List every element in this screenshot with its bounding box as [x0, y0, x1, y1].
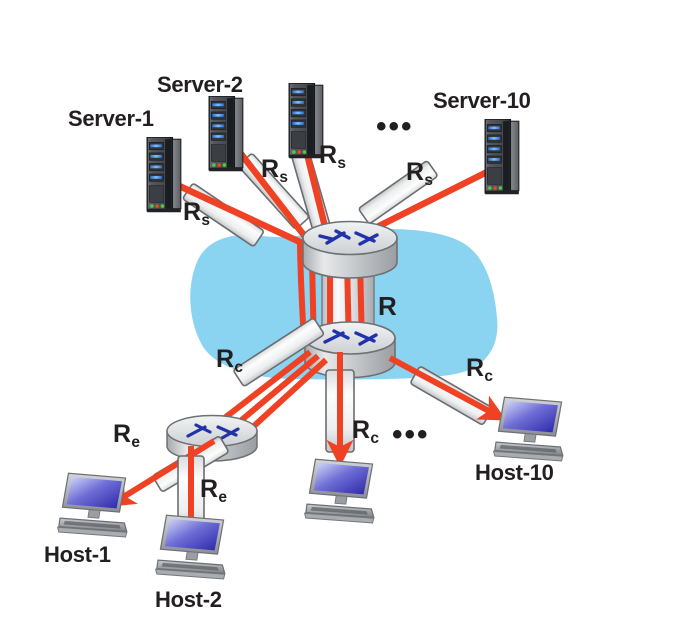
host-ellipsis: •••	[392, 418, 430, 451]
edge-router	[166, 414, 258, 462]
host-2-label: Host-2	[155, 587, 222, 612]
rate-symbol: R	[466, 354, 485, 382]
rate-symbol: R	[183, 198, 202, 226]
rate-symbol: R	[113, 420, 132, 448]
rate-symbol: R	[216, 345, 235, 373]
host-icon-2	[154, 514, 226, 580]
server-icon-2	[208, 96, 244, 172]
host-icon-10	[492, 396, 564, 462]
rate-symbol: R	[200, 475, 219, 503]
server-10-label: Server-10	[433, 88, 531, 113]
link-core-to-edge-router	[220, 318, 329, 439]
core-link-label-R: R	[378, 291, 397, 321]
rate-symbol: R	[319, 141, 338, 169]
host-icon-1	[56, 472, 128, 538]
core-router-upper	[302, 220, 398, 279]
rate-label-rs-server-10: Rs	[406, 158, 433, 188]
host-1-label: Host-1	[44, 542, 111, 567]
rate-subscript: s	[424, 171, 433, 189]
core-router-lower	[304, 321, 396, 379]
rate-subscript: e	[218, 488, 227, 506]
rate-label-rs-server-3: Rs	[319, 141, 346, 171]
rate-symbol: R	[352, 416, 371, 444]
link-host-10	[388, 355, 507, 426]
link-server-1	[171, 180, 304, 247]
rate-label-rc-edge-router: Rc	[216, 345, 243, 375]
rate-subscript: s	[201, 211, 210, 229]
server-2-label: Server-2	[157, 72, 243, 97]
link-host-3	[325, 352, 355, 468]
rate-subscript: c	[234, 358, 243, 376]
server-1-label: Server-1	[68, 106, 154, 131]
server-ellipsis: •••	[376, 110, 414, 143]
rate-subscript: s	[279, 168, 288, 186]
link-server-2	[234, 146, 314, 247]
rate-symbol: R	[261, 155, 280, 183]
rate-label-rs-server-1: Rs	[183, 198, 210, 228]
rate-label-rc-host-10: Rc	[466, 354, 493, 384]
server-icon-1	[146, 137, 182, 213]
server-icon-10	[484, 119, 520, 195]
host-icon-3	[303, 458, 375, 524]
rate-label-re-host-1: Re	[113, 420, 140, 450]
rate-symbol: R	[406, 158, 425, 186]
rate-label-rc-host-3: Rc	[352, 416, 379, 446]
rate-subscript: c	[370, 429, 379, 447]
rate-subscript: e	[131, 433, 140, 451]
rate-label-re-host-2: Re	[200, 475, 227, 505]
rate-subscript: c	[484, 367, 493, 385]
rate-subscript: s	[337, 154, 346, 172]
host-10-label: Host-10	[475, 460, 554, 485]
rate-label-rs-server-2: Rs	[261, 155, 288, 185]
server-icon-3	[288, 83, 324, 159]
